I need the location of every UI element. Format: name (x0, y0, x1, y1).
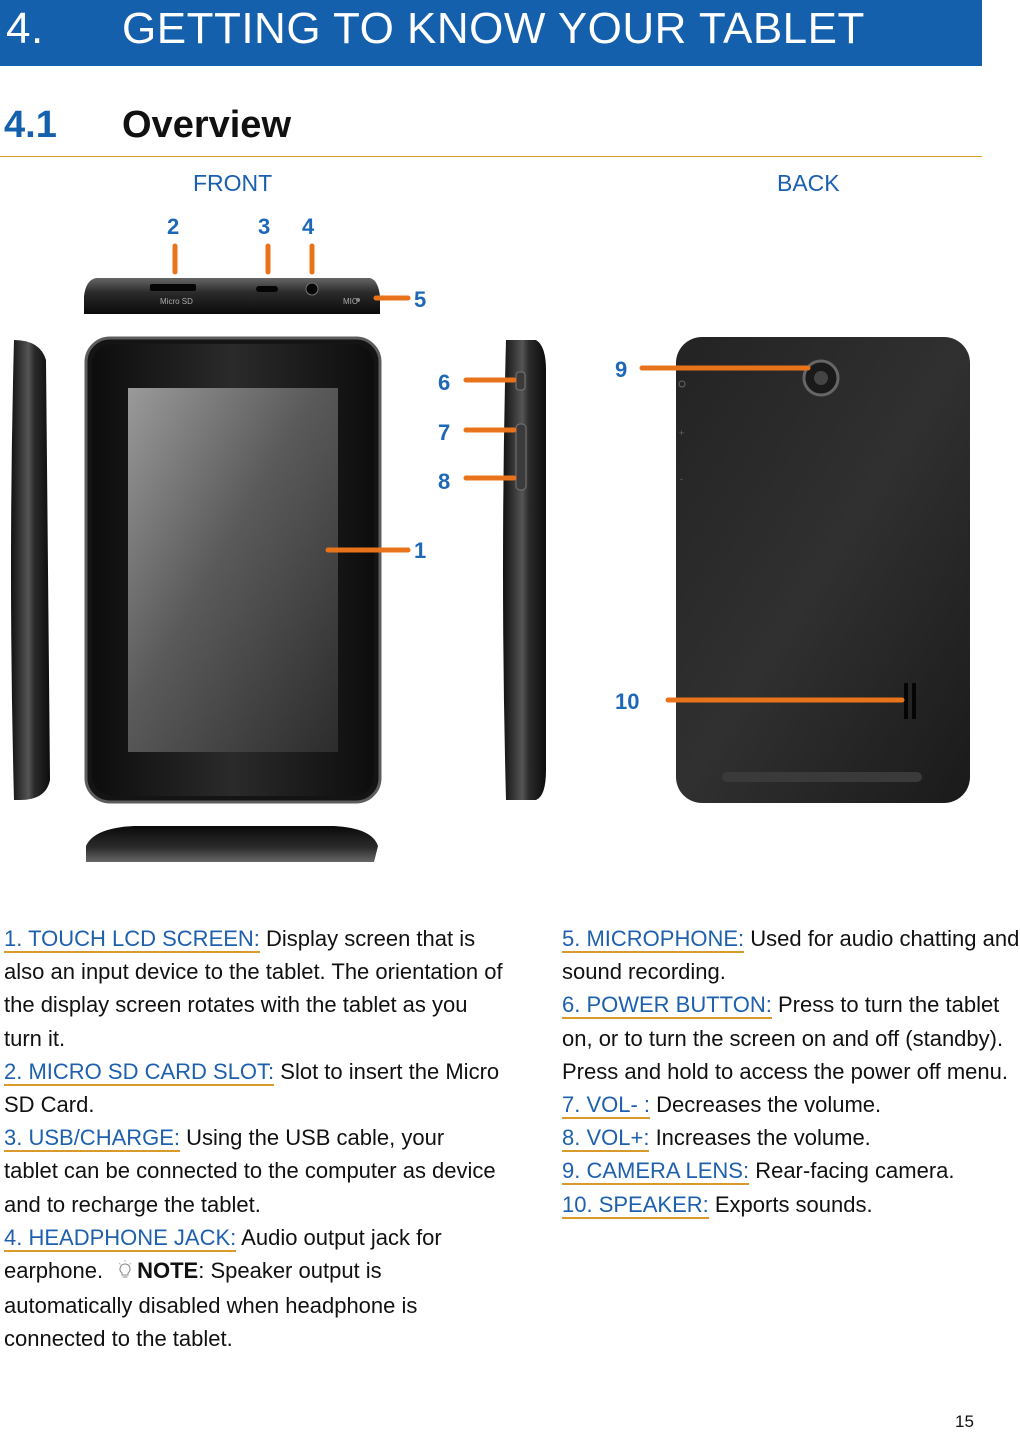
item-term: 7. VOL- : (562, 1092, 651, 1120)
item-microphone: 5. MICROPHONE: Used for audio chatting a… (562, 922, 1020, 988)
mic-label: MIC (343, 297, 358, 306)
item-vol-down: 7. VOL- : Decreases the volume. (562, 1088, 1020, 1121)
sd-slot-icon (150, 284, 196, 291)
chapter-number: 4. (6, 4, 44, 53)
front-caption: FRONT (193, 170, 273, 196)
tablet-front (84, 336, 382, 804)
chapter-title: GETTING TO KNOW YOUR TABLET (122, 4, 865, 53)
item-power: 6. POWER BUTTON: Press to turn the table… (562, 988, 1020, 1088)
item-vol-up: 8. VOL+: Increases the volume. (562, 1121, 1020, 1154)
page-number: 15 (955, 1412, 974, 1431)
item-text: Display screen that is also an input dev… (4, 926, 503, 1051)
callout-3: 3 (258, 214, 271, 239)
item-term: 6. POWER BUTTON: (562, 992, 772, 1020)
power-button (515, 371, 526, 391)
left-description: 1. TOUCH LCD SCREEN: Display screen that… (4, 922, 504, 1356)
speaker-grille-icon (904, 683, 908, 719)
item-text: Decreases the volume. (650, 1092, 882, 1118)
usb-port-icon (256, 286, 278, 292)
tablet-top-edge: Micro SD MIC (84, 278, 380, 314)
item-text: Exports sounds. (708, 1191, 873, 1217)
item-term: 2. MICRO SD CARD SLOT: (4, 1058, 275, 1086)
item-term: 1. TOUCH LCD SCREEN: (4, 926, 260, 953)
lightbulb-icon (117, 1256, 133, 1289)
callout-lines (172, 243, 905, 703)
note-label: NOTE (137, 1258, 199, 1284)
section-title: Overview (122, 104, 291, 146)
callout-5: 5 (414, 287, 427, 312)
microphone-icon (356, 298, 360, 302)
callout-4: 4 (302, 214, 315, 239)
item-usb: 3. USB/CHARGE: Using the USB cable, your… (4, 1121, 504, 1221)
svg-text:+: + (679, 428, 684, 438)
tablet-figure: Micro SD MIC + - (11, 243, 970, 862)
back-caption: BACK (777, 170, 840, 196)
item-text: Rear-facing camera. (749, 1158, 955, 1184)
sd-label: Micro SD (160, 297, 193, 306)
item-term: 3. USB/CHARGE: (4, 1125, 181, 1153)
tablet-back: + - (676, 337, 970, 803)
item-speaker: 10. SPEAKER: Exports sounds. (562, 1188, 1020, 1221)
item-term: 4. HEADPHONE JACK: (4, 1224, 237, 1252)
tablet-bottom-edge (86, 826, 378, 862)
item-text: Press to turn the tablet on, or to turn … (562, 992, 1008, 1084)
item-term: 10. SPEAKER: (562, 1191, 709, 1219)
callout-2: 2 (167, 214, 180, 239)
item-headphone: 4. HEADPHONE JACK: Audio output jack for… (4, 1221, 504, 1356)
tablet-right-side (503, 340, 546, 800)
headphone-jack-icon (305, 282, 319, 296)
item-text: Audio output jack for earphone. (4, 1224, 442, 1284)
note-text: : Speaker output is automatically disabl… (4, 1258, 418, 1352)
item-text: Using the USB cable, your tablet can be … (4, 1125, 496, 1217)
item-camera: 9. CAMERA LENS: Rear-facing camera. (562, 1154, 1020, 1187)
callout-9: 9 (615, 357, 628, 382)
callout-8: 8 (438, 469, 451, 494)
tablet-left-side (11, 340, 50, 800)
right-description: 5. MICROPHONE: Used for audio chatting a… (562, 922, 1020, 1221)
item-text: Used for audio chatting and sound record… (562, 926, 1020, 985)
item-sd-slot: 2. MICRO SD CARD SLOT: Slot to insert th… (4, 1055, 504, 1121)
callout-7: 7 (438, 420, 451, 445)
item-touch-screen: 1. TOUCH LCD SCREEN: Display screen that… (4, 922, 504, 1055)
item-text: Slot to insert the Micro SD Card. (4, 1058, 500, 1118)
callout-1: 1 (414, 538, 427, 563)
item-term: 8. VOL+: (562, 1125, 650, 1153)
chapter-banner: 4. GETTING TO KNOW YOUR TABLET (0, 0, 982, 66)
item-text: Increases the volume. (649, 1125, 871, 1151)
svg-text:-: - (680, 474, 683, 484)
touch-screen (128, 388, 338, 752)
volume-rocker (515, 423, 527, 491)
section-heading: 4.1 Overview (0, 102, 982, 157)
callout-6: 6 (438, 370, 451, 395)
item-term: 9. CAMERA LENS: (562, 1158, 750, 1186)
section-number: 4.1 (4, 104, 57, 146)
callout-10: 10 (615, 689, 640, 714)
item-term: 5. MICROPHONE: (562, 926, 745, 953)
